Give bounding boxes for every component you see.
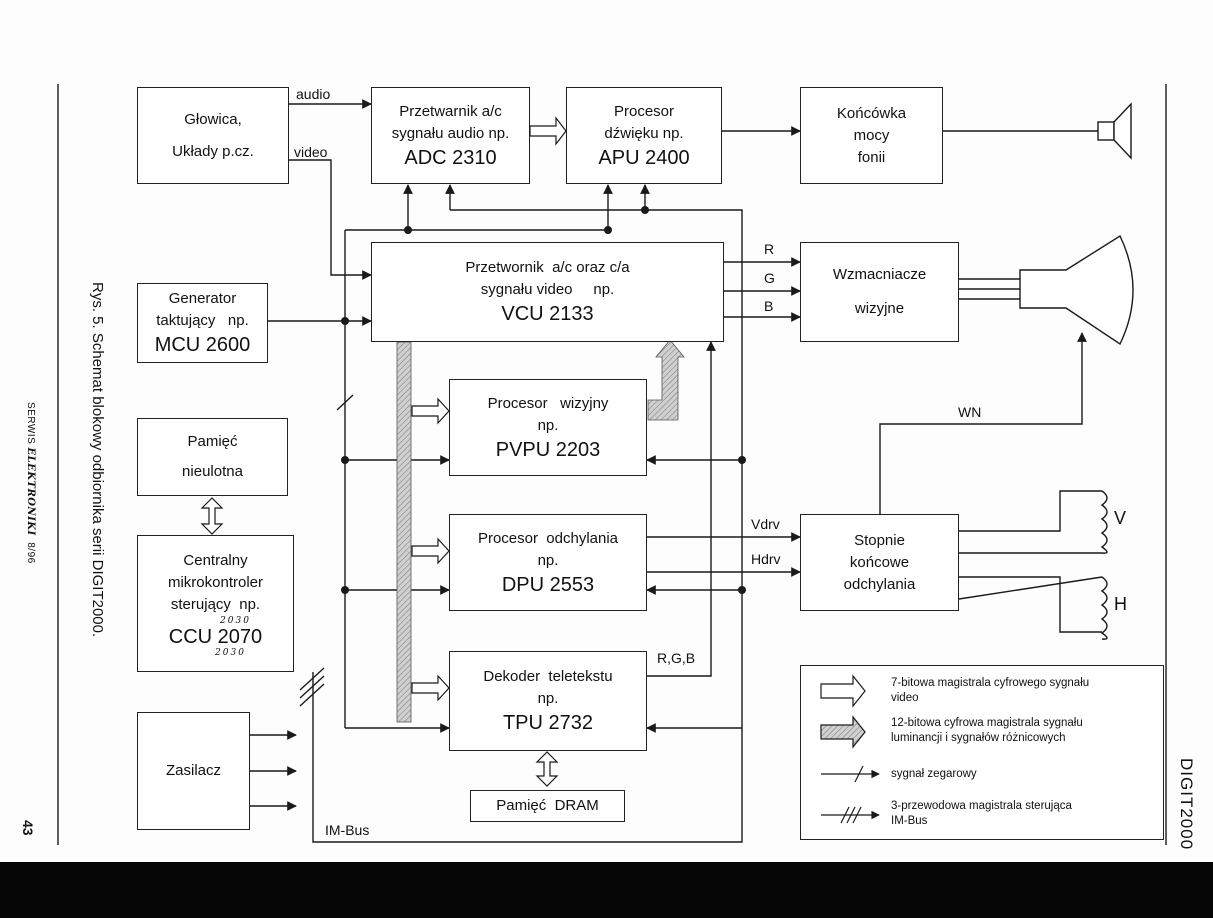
adc-block: Przetwarnik a/c sygnału audio np. ADC 23…	[371, 87, 530, 184]
wzmacniacze-block: Wzmacniacze wizyjne	[800, 242, 959, 342]
b-label: B	[764, 298, 774, 314]
ccu-line-1: Centralny	[183, 551, 248, 569]
imbus-label: IM-Bus	[325, 822, 370, 838]
glowica-line-1: Głowica,	[184, 110, 242, 128]
vcu-block: Przetwornik a/c oraz c/a sygnału video n…	[371, 242, 724, 342]
legend-bus12-line-2: luminancji i sygnałów różnicowych	[891, 732, 1066, 744]
stopnie-line-3: odchylania	[843, 575, 916, 593]
g-label: G	[764, 270, 775, 286]
pamiec-line-1: Pamięć	[187, 433, 238, 450]
glowica-line-2: Układy p.cz.	[172, 142, 254, 160]
ccu-line-2: mikrokontroler	[167, 573, 264, 591]
zasilacz-label: Zasilacz	[165, 762, 221, 779]
koncowka-block: Końcówka mocy fonii	[800, 87, 943, 184]
adc-model: ADC 2310	[404, 146, 497, 169]
right-margin-title: DIGIT2000	[1177, 758, 1196, 851]
pamiec-line-2: nieulotna	[182, 463, 243, 480]
stopnie-block: Stopnie końcowe odchylania	[800, 514, 959, 611]
pvpu-model: PVPU 2203	[495, 438, 601, 461]
figure-caption: Rys. 5. Schemat blokowy odbiornika serii…	[89, 282, 106, 638]
journal-prefix: SERWIS	[25, 402, 36, 448]
adc-line-1: Przetwarnik a/c	[399, 102, 502, 120]
tpu-line-2: np.	[537, 690, 559, 707]
generator-line-2: taktujący np.	[156, 312, 249, 329]
pvpu-line-1: Procesor wizyjny	[487, 394, 609, 412]
koncowka-line-2: mocy	[853, 126, 890, 144]
wzmacniacze-line-1: Wzmacniacze	[832, 266, 927, 283]
apu-block: Procesor dźwięku np. APU 2400	[566, 87, 722, 184]
pvpu-block: Procesor wizyjny np. PVPU 2203	[449, 379, 647, 476]
apu-line-2: dźwięku np.	[604, 124, 684, 142]
wn-label: WN	[958, 404, 982, 420]
vcu-line-2: sygnału video np.	[480, 281, 615, 298]
ccu-model: CCU 2070	[168, 625, 263, 648]
ccu-handwritten-bottom: 2030	[215, 647, 246, 658]
r-label: R	[764, 241, 775, 257]
dram-label: Pamięć DRAM	[496, 797, 599, 814]
tpu-block: Dekoder teletekstu np. TPU 2732	[449, 651, 647, 751]
generator-block: Generator taktujący np. MCU 2600	[137, 283, 268, 363]
apu-line-1: Procesor	[613, 102, 675, 120]
generator-line-1: Generator	[168, 290, 237, 307]
legend-bus7-line-1: 7-bitowa magistrala cyfrowego sygnału	[891, 677, 1090, 689]
pamiec-nieulotna-block: Pamięć nieulotna	[137, 418, 288, 496]
journal-name: ELEKTRONIKI	[25, 447, 36, 536]
journal-footer: SERWIS ELEKTRONIKI 8/96	[25, 402, 36, 564]
audio-label: audio	[296, 86, 331, 102]
legend-imbus-line-1: 3-przewodowa magistrala sterująca	[891, 800, 1072, 812]
dpu-line-1: Procesor odchylania	[477, 529, 619, 547]
vcu-line-1: Przetwornik a/c oraz c/a	[465, 259, 630, 276]
dram-block: Pamięć DRAM	[470, 790, 625, 822]
journal-issue: 8/96	[25, 535, 36, 564]
rgb-label: R,G,B	[657, 650, 696, 666]
scanner-black-edge	[0, 862, 1213, 918]
koncowka-line-1: Końcówka	[836, 104, 907, 122]
hdrv-label: Hdrv	[751, 551, 781, 567]
ccu-handwritten-top: 2030	[220, 615, 251, 626]
apu-model: APU 2400	[598, 146, 690, 169]
stopnie-line-2: końcowe	[849, 553, 910, 571]
v-coil-label: V	[1114, 508, 1127, 528]
vdrv-label: Vdrv	[751, 516, 780, 532]
video-label: video	[294, 144, 328, 160]
legend-clock: sygnał zegarowy	[891, 768, 977, 780]
page-number: 43	[20, 820, 36, 836]
zasilacz-block: Zasilacz	[137, 712, 250, 830]
dpu-model: DPU 2553	[501, 573, 595, 596]
tpu-model: TPU 2732	[502, 712, 594, 734]
koncowka-line-3: fonii	[857, 148, 886, 166]
pvpu-line-2: np.	[537, 416, 559, 434]
tpu-line-1: Dekoder teletekstu	[483, 668, 613, 685]
adc-line-2: sygnału audio np.	[391, 124, 510, 142]
legend-symbols	[820, 674, 880, 824]
legend-imbus-line-2: IM-Bus	[891, 815, 928, 827]
generator-model: MCU 2600	[154, 334, 251, 356]
ccu-block: Centralny mikrokontroler sterujący np. 2…	[137, 535, 294, 672]
ccu-line-3: sterujący np.	[170, 595, 261, 613]
dpu-block: Procesor odchylania np. DPU 2553	[449, 514, 647, 611]
glowica-block: Głowica, Układy p.cz.	[137, 87, 289, 184]
h-coil-label: H	[1114, 594, 1127, 614]
vcu-model: VCU 2133	[501, 303, 594, 325]
stopnie-line-1: Stopnie	[854, 531, 905, 549]
legend: 7-bitowa magistrala cyfrowego sygnału vi…	[800, 665, 1164, 840]
dpu-line-2: np.	[537, 551, 559, 569]
legend-bus12-line-1: 12-bitowa cyfrowa magistrala sygnału	[891, 717, 1083, 729]
legend-bus7-line-2: video	[891, 692, 919, 704]
wzmacniacze-line-2: wizyjne	[854, 300, 905, 317]
